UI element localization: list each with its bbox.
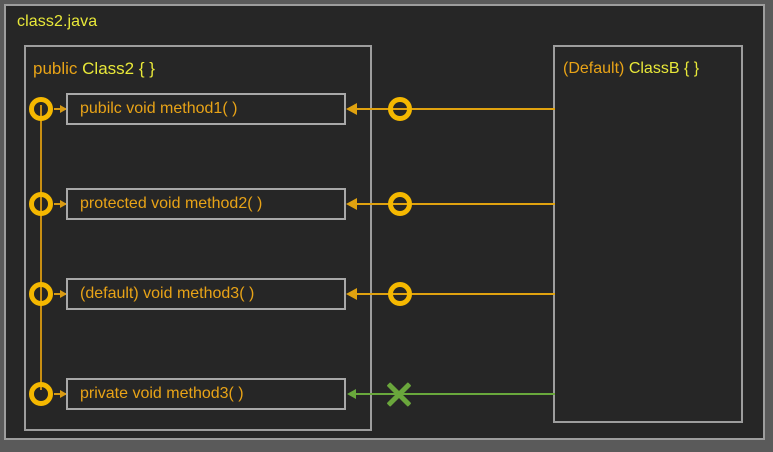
class-member-spine <box>40 105 42 390</box>
access-line-method1-left <box>355 108 413 110</box>
method-box-method2[interactable]: protected void method2( ) <box>66 188 346 220</box>
access-line-method3-default <box>412 293 555 295</box>
connector-circle-classb-method3-default[interactable] <box>388 282 412 306</box>
method-label-method3-private: private void method3( ) <box>80 385 244 402</box>
access-line-method3-private <box>355 393 555 395</box>
class2-header: public Class2 { } <box>33 59 155 79</box>
stub-arrow-method1 <box>54 105 67 113</box>
access-line-method2-left <box>355 203 413 205</box>
classb-panel <box>553 45 743 423</box>
access-line-method2 <box>412 203 555 205</box>
stub-arrow-method2 <box>54 200 67 208</box>
method-box-method1[interactable]: pubilc void method1( ) <box>66 93 346 125</box>
access-arrowhead-method2 <box>346 198 357 210</box>
method-box-method3-default[interactable]: (default) void method3( ) <box>66 278 346 310</box>
class2-panel <box>24 45 372 431</box>
access-arrowhead-method3-private <box>347 389 356 399</box>
access-arrowhead-method3-default <box>346 288 357 300</box>
connector-circle-method3-private[interactable] <box>29 382 53 406</box>
classb-modifier: (Default) <box>563 60 625 77</box>
method-box-method3-private[interactable]: private void method3( ) <box>66 378 346 410</box>
method-label-method1: pubilc void method1( ) <box>80 100 238 117</box>
method-label-method3-default: (default) void method3( ) <box>80 285 255 302</box>
access-blocked-x-icon <box>384 379 414 409</box>
class2-name: Class2 { } <box>82 59 155 78</box>
classb-name: ClassB { } <box>628 60 700 77</box>
access-arrowhead-method1 <box>346 103 357 115</box>
access-line-method3-default-left <box>355 293 413 295</box>
connector-circle-classb-method2[interactable] <box>388 192 412 216</box>
connector-circle-classb-method1[interactable] <box>388 97 412 121</box>
classb-header: (Default) ClassB { } <box>563 60 699 78</box>
method-label-method2: protected void method2( ) <box>80 195 263 212</box>
class2-modifier: public <box>33 59 78 78</box>
window-frame <box>4 4 765 440</box>
connector-circle-method3-default[interactable] <box>29 282 53 306</box>
file-title: class2.java <box>17 13 98 30</box>
stub-arrow-method3-private <box>54 390 67 398</box>
stub-arrow-method3-default <box>54 290 67 298</box>
connector-circle-method2[interactable] <box>29 192 53 216</box>
access-line-method1 <box>412 108 555 110</box>
connector-circle-method1[interactable] <box>29 97 53 121</box>
